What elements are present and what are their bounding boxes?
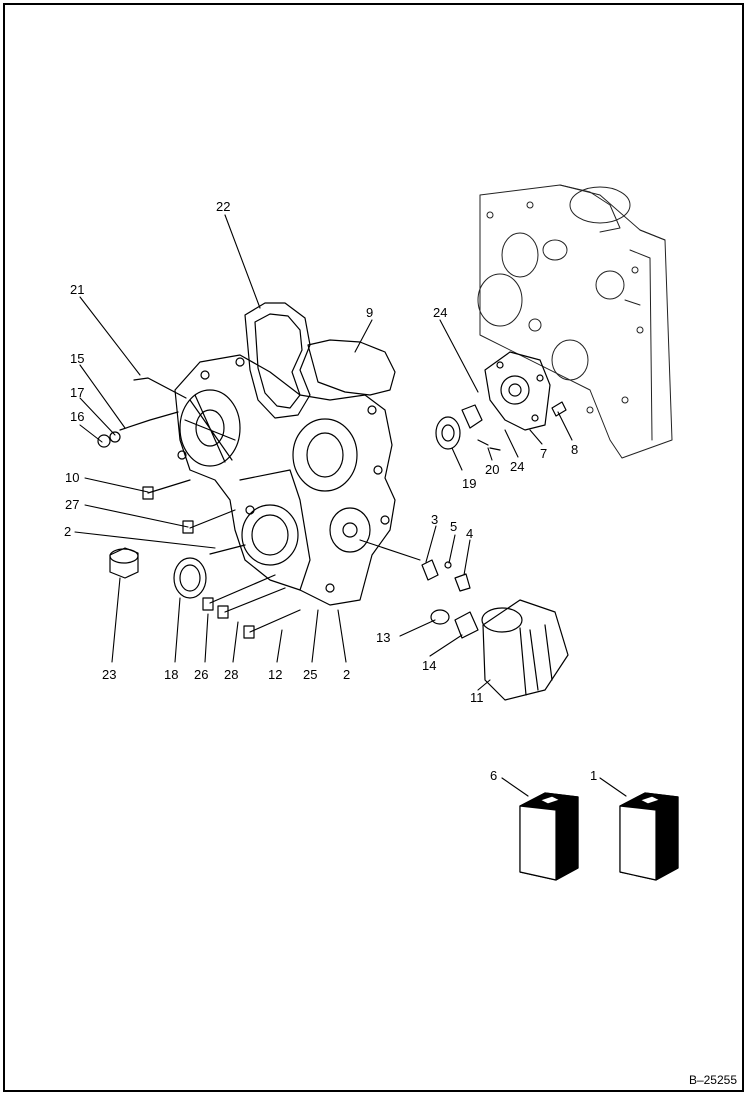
- part-label-24-right: 24: [510, 459, 525, 474]
- part-label-7: 7: [540, 446, 548, 461]
- part-label-27: 27: [65, 497, 80, 512]
- gasket-part-9: [307, 339, 396, 396]
- part-label-4: 4: [466, 526, 474, 541]
- part-label-24-top: 24: [433, 305, 448, 320]
- part-label-6: 6: [490, 768, 498, 783]
- part-label-25: 25: [303, 667, 318, 682]
- part-label-5: 5: [450, 519, 458, 534]
- oil-pump-parts: [435, 351, 567, 451]
- oil-filter-part-11: [481, 599, 569, 701]
- part-label-11: 11: [470, 690, 484, 705]
- part-label-3: 3: [431, 512, 439, 527]
- part-label-17: 17: [70, 385, 85, 400]
- part-label-15: 15: [70, 351, 85, 366]
- part-label-14: 14: [422, 658, 437, 673]
- part-label-10: 10: [65, 470, 80, 485]
- diagram-frame: [3, 3, 744, 1092]
- part-label-1: 1: [590, 768, 598, 783]
- part-label-13: 13: [376, 630, 391, 645]
- figure-reference-number: B–25255: [688, 1073, 737, 1087]
- seal-and-plug: [109, 547, 207, 599]
- gear-case: [174, 354, 396, 606]
- container-part-1: [619, 792, 679, 881]
- bolts: [97, 377, 301, 639]
- part-label-23: 23: [102, 667, 117, 682]
- part-label-22: 22: [216, 199, 231, 214]
- part-label-8: 8: [571, 442, 579, 457]
- part-label-28: 28: [224, 667, 239, 682]
- part-label-12: 12: [268, 667, 283, 682]
- part-label-16: 16: [70, 409, 85, 424]
- part-label-21: 21: [70, 282, 85, 297]
- part-label-9: 9: [366, 305, 374, 320]
- part-label-20: 20: [485, 462, 500, 477]
- part-label-2-left: 2: [64, 524, 72, 539]
- leader-lines: [74, 214, 627, 797]
- gasket-part-22: [244, 302, 311, 419]
- container-part-6: [519, 792, 579, 881]
- part-label-26: 26: [194, 667, 209, 682]
- engine-block: [477, 184, 673, 459]
- part-label-2-bottom: 2: [343, 667, 351, 682]
- small-parts: [421, 559, 479, 639]
- part-label-19: 19: [462, 476, 477, 491]
- part-label-18: 18: [164, 667, 179, 682]
